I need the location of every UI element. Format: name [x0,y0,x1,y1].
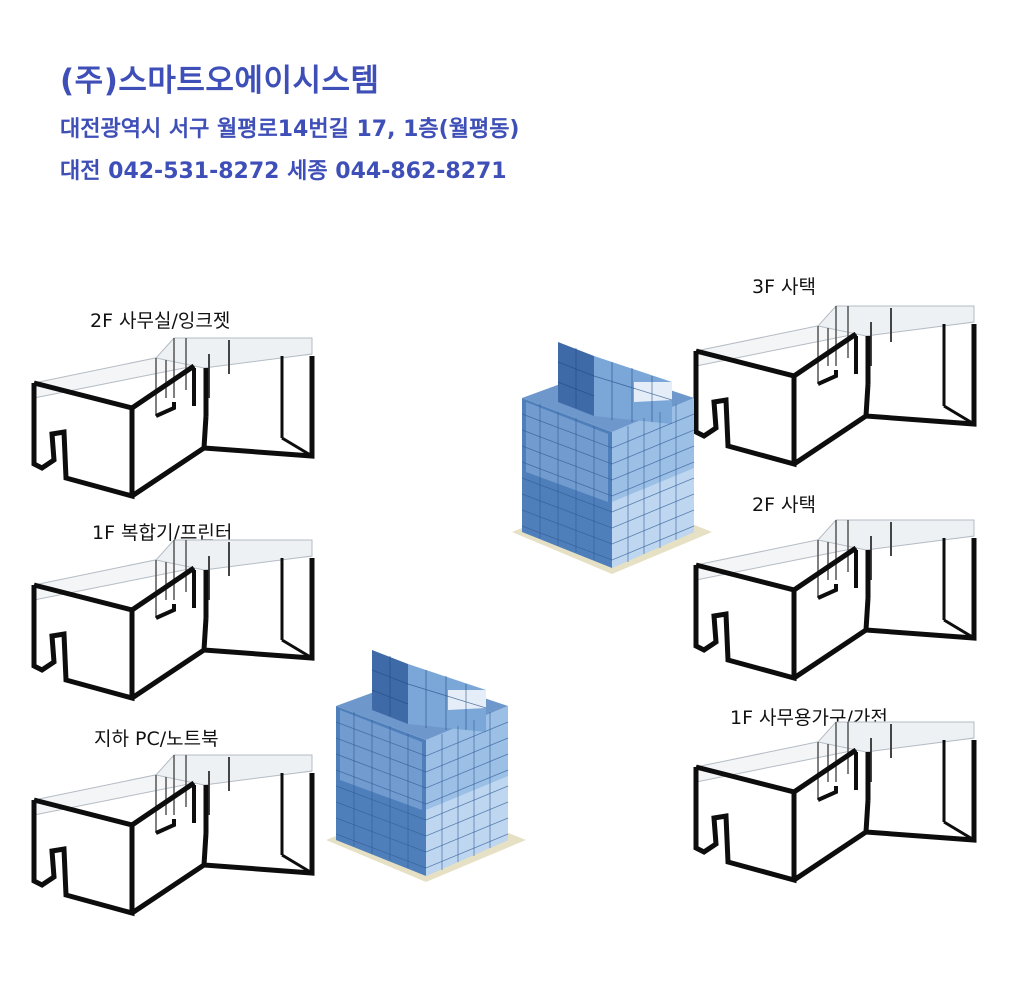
building-icon-left [325,649,527,883]
floorplan-left-1f [34,540,312,698]
floor-label-left-b1: 지하 PC/노트북 [94,728,219,750]
floorplan-right-3f [696,306,974,464]
floor-label-right-2f: 2F 사택 [752,494,817,516]
floorplan-right-2f [696,520,974,678]
building-icon-right [511,341,713,575]
floorplan-left-2f [34,338,312,496]
company-address: 대전광역시 서구 월평로14번길 17, 1층(월평동) [60,117,520,142]
company-name: (주)스마트오에이시스템 [60,63,380,99]
company-header: (주)스마트오에이시스템 대전광역시 서구 월평로14번길 17, 1층(월평동… [60,58,519,190]
floor-label-left-2f: 2F 사무실/잉크젯 [90,310,231,332]
floorplan-right-1f [696,722,974,880]
floorplan-left-b1 [34,755,312,913]
company-phone: 대전 042-531-8272 세종 044-862-8271 [60,159,507,184]
floor-label-left-1f: 1F 복합기/프린터 [92,522,233,544]
floor-label-right-3f: 3F 사택 [752,276,817,298]
